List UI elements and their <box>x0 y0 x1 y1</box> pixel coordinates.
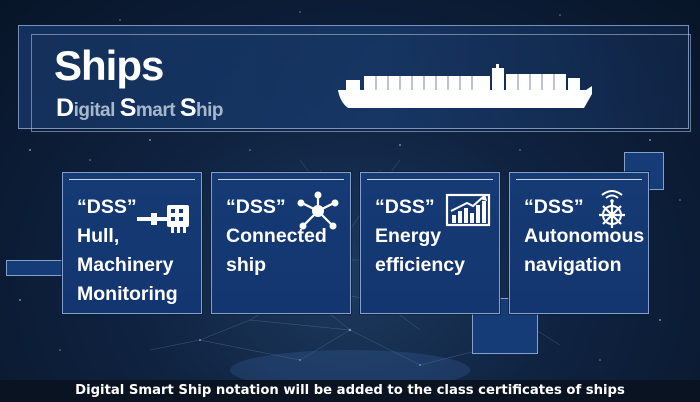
card-autonomous-navigation: “DSS” Autonomous navigation <box>509 172 649 314</box>
card-label-line: Energy <box>375 225 442 247</box>
network-icon <box>297 191 339 230</box>
card-rule <box>218 179 344 180</box>
chart-growth-icon <box>445 193 491 227</box>
footer-note: Digital Smart Ship notation will be adde… <box>0 380 700 402</box>
card-label-prefix: “DSS” <box>524 196 584 218</box>
card-label-line: Machinery <box>77 254 174 276</box>
card-text: “DSS” Autonomous navigation <box>524 193 644 280</box>
decor-square <box>6 260 64 276</box>
card-energy-efficiency: “DSS” Energy efficiency <box>360 172 500 314</box>
card-label-line: Hull, <box>77 225 120 247</box>
card-label-line: Monitoring <box>77 283 178 305</box>
header-panel <box>18 25 689 129</box>
card-text: “DSS” Energy efficiency <box>375 193 465 280</box>
card-label-prefix: “DSS” <box>226 196 286 218</box>
page-title: Ships <box>54 42 164 89</box>
container-ship-icon <box>338 64 592 108</box>
card-rule <box>516 179 642 180</box>
ship-wheel-wifi-icon <box>599 190 625 228</box>
card-text: “DSS” Connected ship <box>226 193 327 280</box>
card-label-prefix: “DSS” <box>375 196 435 218</box>
card-rule <box>69 179 195 180</box>
card-label-prefix: “DSS” <box>77 196 137 218</box>
header-frame <box>31 34 691 132</box>
card-label-line: Connected <box>226 225 327 247</box>
card-rule <box>367 179 493 180</box>
card-label-line: navigation <box>524 254 622 276</box>
card-hull-machinery: “DSS” Hull, Machinery Monitoring <box>62 172 202 314</box>
hull-machinery-icon <box>137 205 189 233</box>
card-label-line: Autonomous <box>524 225 645 247</box>
card-text: “DSS” Hull, Machinery Monitoring <box>77 193 178 309</box>
page-subtitle: Digital Smart Ship <box>56 94 224 122</box>
card-label-line: efficiency <box>375 254 465 276</box>
card-connected-ship: “DSS” Connected ship <box>211 172 351 314</box>
card-label-line: ship <box>226 254 267 276</box>
